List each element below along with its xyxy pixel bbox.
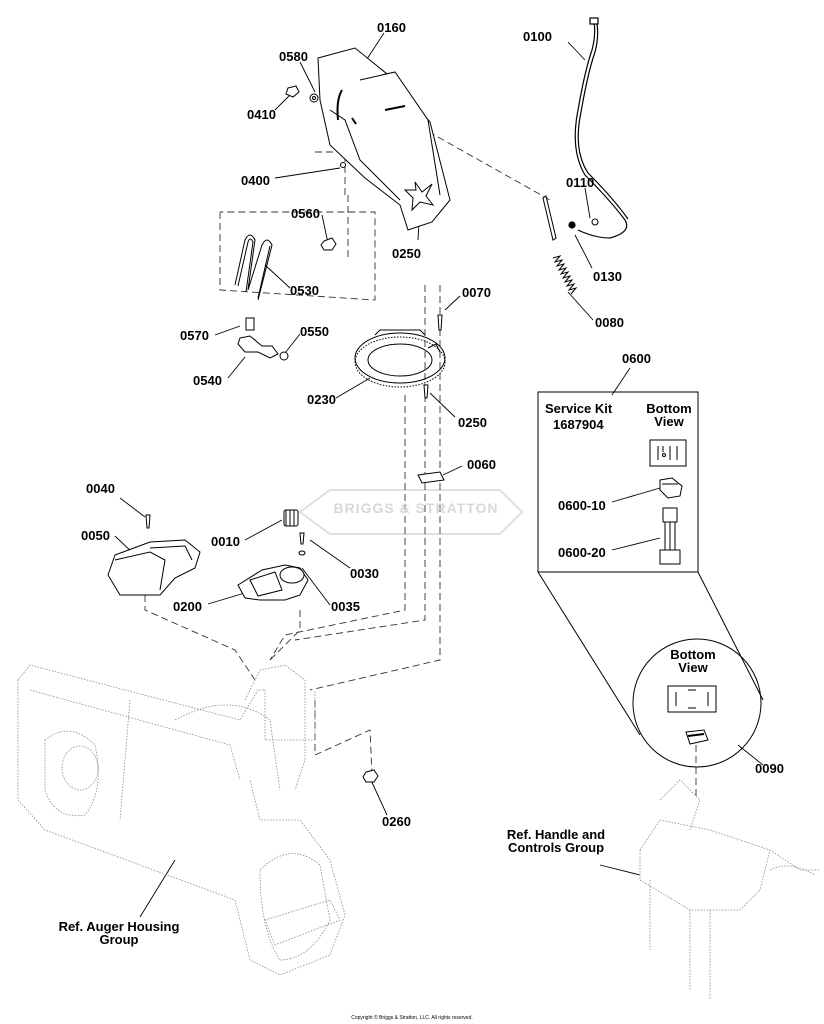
rod-0130 [542,195,599,241]
label-0130: 0130 [593,269,622,284]
label-0400: 0400 [241,173,270,188]
copyright: Copyright © Briggs & Stratton, LLC. All … [351,1015,473,1021]
watermark: BRIGGS & STRATTON [333,500,499,516]
label-0250-top: 0250 [392,246,421,261]
label-0570: 0570 [180,328,209,343]
label-0530: 0530 [290,283,319,298]
inset-bottom-view: Bottom View [670,647,716,675]
screw-0040 [145,514,151,529]
spring-wire-0530 [234,234,273,301]
clip-0060 [417,471,445,484]
handle-controls [639,779,820,1000]
harness-0600-20 [659,507,681,565]
bolt-0410 [285,85,346,168]
label-0110: 0110 [566,175,595,190]
cable-0100 [568,17,629,239]
label-0090: 0090 [755,761,784,776]
label-0580: 0580 [279,49,308,64]
ring-gear-0230 [354,329,446,388]
service-kit-number: 1687904 [553,417,604,432]
watermark-badge [298,489,524,535]
label-0060: 0060 [467,457,496,472]
label-0250-bottom: 0250 [458,415,487,430]
label-0050: 0050 [81,528,110,543]
label-0540: 0540 [193,373,222,388]
motor-0200 [237,564,309,601]
spring-0080 [552,255,578,295]
label-0200: 0200 [173,599,202,614]
label-0010: 0010 [211,534,240,549]
service-kit-box [537,391,764,736]
label-0030: 0030 [350,566,379,581]
label-0160: 0160 [377,20,406,35]
label-0260: 0260 [382,814,411,829]
label-0600-20: 0600-20 [558,545,606,560]
label-0560: 0560 [291,206,320,221]
switch-0600-10 [659,477,683,499]
label-0035: 0035 [331,599,360,614]
nut-0260 [362,769,379,783]
screw-0250 [423,384,429,399]
washer-0035 [298,550,306,556]
label-0070: 0070 [462,285,491,300]
screw-0030 [299,532,305,545]
ref-handle-controls: Ref. Handle and Controls Group [506,827,606,855]
label-0040: 0040 [86,481,115,496]
auger-housing [17,664,346,976]
service-kit-bottom-view: Bottom View [646,401,692,429]
chute-deflector-0160 [317,47,451,231]
label-0600-10: 0600-10 [558,498,606,513]
label-0230: 0230 [307,392,336,407]
nut-0560 [320,237,337,251]
label-0410: 0410 [247,107,276,122]
label-0600: 0600 [622,351,651,366]
label-0550: 0550 [300,324,329,339]
ref-auger-housing: Ref. Auger Housing Group [58,919,180,947]
knob-0010 [283,509,299,527]
screw-0070 [437,314,443,331]
label-0100: 0100 [523,29,552,44]
inset-0090 [632,638,762,768]
motor-cover-0050 [107,539,201,596]
bracket-0540 [237,317,289,361]
service-kit-title: Service Kit [545,401,613,416]
label-0080: 0080 [595,315,624,330]
